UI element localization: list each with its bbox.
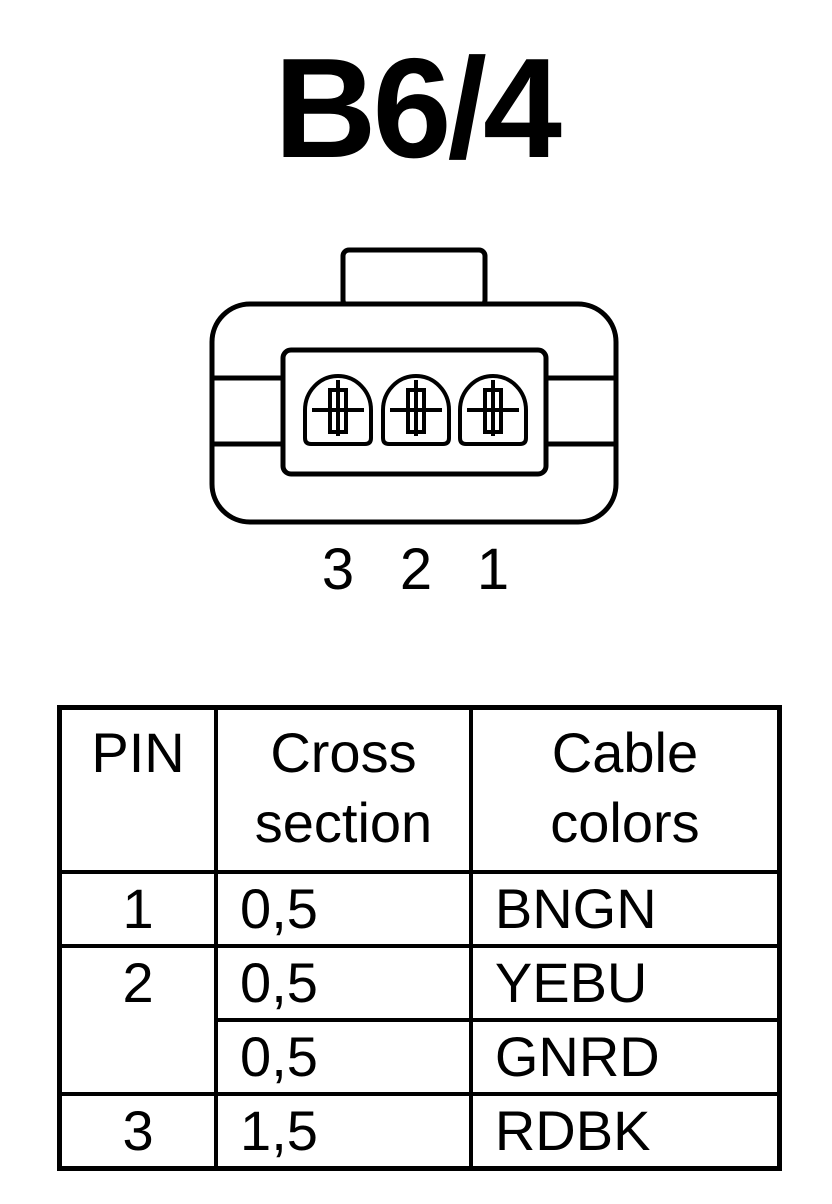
cell-pin: 3: [57, 1092, 219, 1171]
connector-title: B6/4: [274, 29, 562, 188]
pin-label: 2: [399, 537, 433, 602]
connector-latch: [340, 247, 488, 309]
header-pin-label: PIN: [91, 721, 185, 784]
cell-pin: 1: [57, 870, 219, 948]
header-pin: PIN: [57, 705, 219, 874]
cell-cross-section: 0,5: [214, 870, 473, 948]
header-cable-colors-line2: colors: [550, 791, 700, 854]
table-row: 3 1,5 RDBK: [57, 1092, 782, 1171]
header-cable-colors-line1: Cable: [551, 721, 699, 784]
table-header-row: PIN Cross section Cable colors: [57, 705, 782, 874]
header-cross-section-line1: Cross: [270, 721, 417, 784]
cell-cable-color: YEBU: [468, 944, 782, 1022]
table-row: 0,5 GNRD: [57, 1018, 782, 1096]
cell-pin: [57, 1020, 219, 1096]
cell-pin: 2: [57, 944, 219, 1020]
header-cross-section-line2: section: [254, 791, 433, 854]
pin-label: 3: [321, 537, 355, 602]
pin-2-terminal: [381, 374, 451, 446]
cell-cable-color: GNRD: [468, 1018, 782, 1096]
cell-cross-section: 0,5: [214, 1018, 473, 1096]
header-cable-colors: Cable colors: [468, 705, 782, 874]
cell-cable-color: BNGN: [468, 870, 782, 948]
pin-label: 1: [476, 537, 510, 602]
pin-3-terminal: [303, 374, 373, 446]
header-cross-section: Cross section: [214, 705, 473, 874]
pin-number-labels: 3 2 1: [0, 540, 832, 600]
cell-cross-section: 0,5: [214, 944, 473, 1022]
cell-cable-color: RDBK: [468, 1092, 782, 1171]
table-row: 2 0,5 YEBU: [57, 944, 782, 1022]
pin-1-terminal: [458, 374, 528, 446]
cell-cross-section: 1,5: [214, 1092, 473, 1171]
connector-diagram: [209, 247, 619, 525]
pin-assignment-table: PIN Cross section Cable colors 1 0,5 BNG…: [57, 705, 782, 1171]
table-row: 1 0,5 BNGN: [57, 870, 782, 948]
